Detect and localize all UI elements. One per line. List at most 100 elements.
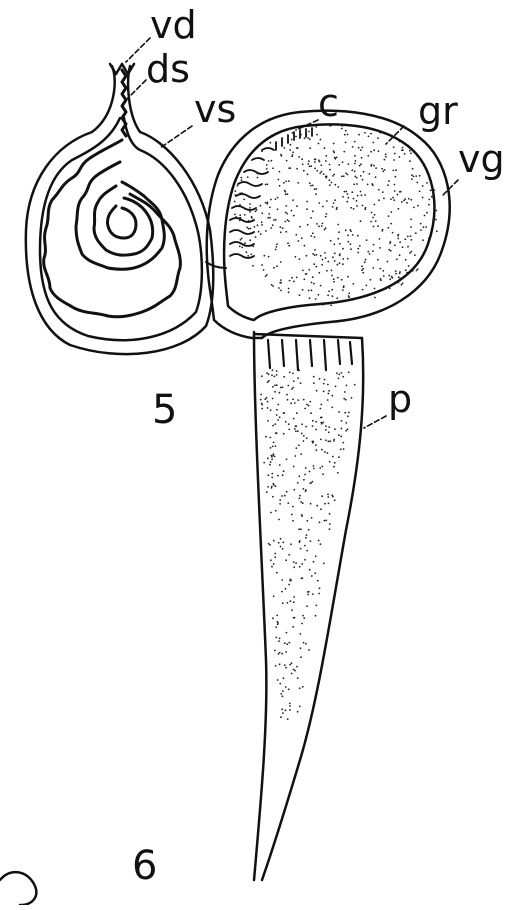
granule-dot <box>307 173 309 175</box>
granule-dot <box>306 437 308 439</box>
granule-dot <box>321 466 323 468</box>
granule-dot <box>241 192 243 194</box>
granule-dot <box>300 501 302 503</box>
granule-dot <box>271 477 273 479</box>
granule-dot <box>332 256 334 258</box>
granule-dot <box>273 595 275 597</box>
granule-dot <box>280 290 282 292</box>
granule-dot <box>293 418 295 420</box>
granule-dot <box>396 258 398 260</box>
granule-dot <box>306 550 308 552</box>
granule-dot <box>399 141 401 143</box>
granule-dot <box>373 165 375 167</box>
granule-dot <box>356 177 358 179</box>
granule-dot <box>300 656 302 658</box>
granule-dot <box>285 651 287 653</box>
granule-dot <box>303 617 305 619</box>
granule-dot <box>354 155 356 157</box>
granule-dot <box>395 273 397 275</box>
granule-dot <box>274 391 276 393</box>
granule-dot <box>320 422 322 424</box>
granule-dot <box>316 505 318 507</box>
granule-dot <box>266 397 268 399</box>
granule-dot <box>362 179 364 181</box>
granule-dot <box>406 272 408 274</box>
granule-dot <box>293 669 295 671</box>
granule-dot <box>422 185 424 187</box>
granule-dot <box>359 245 361 247</box>
granule-dot <box>301 423 303 425</box>
granule-dot <box>289 372 291 374</box>
granule-dot <box>399 278 401 280</box>
granule-dot <box>324 520 326 522</box>
granule-dot <box>282 227 284 229</box>
granule-dot <box>294 428 296 430</box>
granule-dot <box>296 666 298 668</box>
granule-dot <box>288 642 290 644</box>
granule-dot <box>267 183 269 185</box>
granule-dot <box>239 220 241 222</box>
granule-dot <box>261 408 263 410</box>
granule-dot <box>248 228 250 230</box>
granule-dot <box>334 499 336 501</box>
granule-dot <box>343 175 345 177</box>
granule-dot <box>393 199 395 201</box>
granule-dot <box>300 453 302 455</box>
granule-dot <box>271 473 273 475</box>
granule-dot <box>333 278 335 280</box>
granule-dot <box>265 275 267 277</box>
granule-dot <box>316 390 318 392</box>
granule-dot <box>312 210 314 212</box>
granule-dot <box>325 160 327 162</box>
granule-dot <box>377 259 379 261</box>
granule-dot <box>253 220 255 222</box>
granule-dot <box>375 220 377 222</box>
granule-dot <box>319 378 321 380</box>
granule-dot <box>318 272 320 274</box>
granule-dot <box>336 297 338 299</box>
granule-dot <box>393 170 395 172</box>
granule-dot <box>328 431 330 433</box>
granule-dot <box>300 647 302 649</box>
granule-dot <box>334 252 336 254</box>
granule-dot <box>273 219 275 221</box>
granule-dot <box>353 183 355 185</box>
granule-dot <box>367 184 369 186</box>
granule-dot <box>301 563 303 565</box>
granule-dot <box>357 195 359 197</box>
granule-dot <box>308 160 310 162</box>
granule-dot <box>293 466 295 468</box>
granule-dot <box>306 133 308 135</box>
granule-dot <box>325 216 327 218</box>
granule-dot <box>328 503 330 505</box>
granule-dot <box>361 157 363 159</box>
granule-dot <box>276 374 278 376</box>
granule-dot <box>285 421 287 423</box>
granule-dot <box>279 464 281 466</box>
granule-dot <box>250 228 252 230</box>
granule-dot <box>283 147 285 149</box>
granule-dot <box>277 679 279 681</box>
granule-dot <box>379 132 381 134</box>
granule-dot <box>243 199 245 201</box>
granule-dot <box>313 263 315 265</box>
granule-dot <box>257 177 259 179</box>
granule-dot <box>288 245 290 247</box>
granule-dot <box>364 208 366 210</box>
granule-dot <box>297 377 299 379</box>
granule-dot <box>388 215 390 217</box>
granule-dot <box>322 304 324 306</box>
granule-dot <box>275 249 277 251</box>
granule-dot <box>338 164 340 166</box>
granule-dot <box>285 193 287 195</box>
granule-dot <box>269 464 271 466</box>
granule-dot <box>275 637 277 639</box>
granule-dot <box>391 277 393 279</box>
figure-number-6: 6 <box>132 846 157 886</box>
granule-dot <box>415 175 417 177</box>
granule-dot <box>388 180 390 182</box>
granule-dot <box>324 503 326 505</box>
granule-dot <box>390 250 392 252</box>
granule-dot <box>300 528 302 530</box>
granule-dot <box>410 218 412 220</box>
